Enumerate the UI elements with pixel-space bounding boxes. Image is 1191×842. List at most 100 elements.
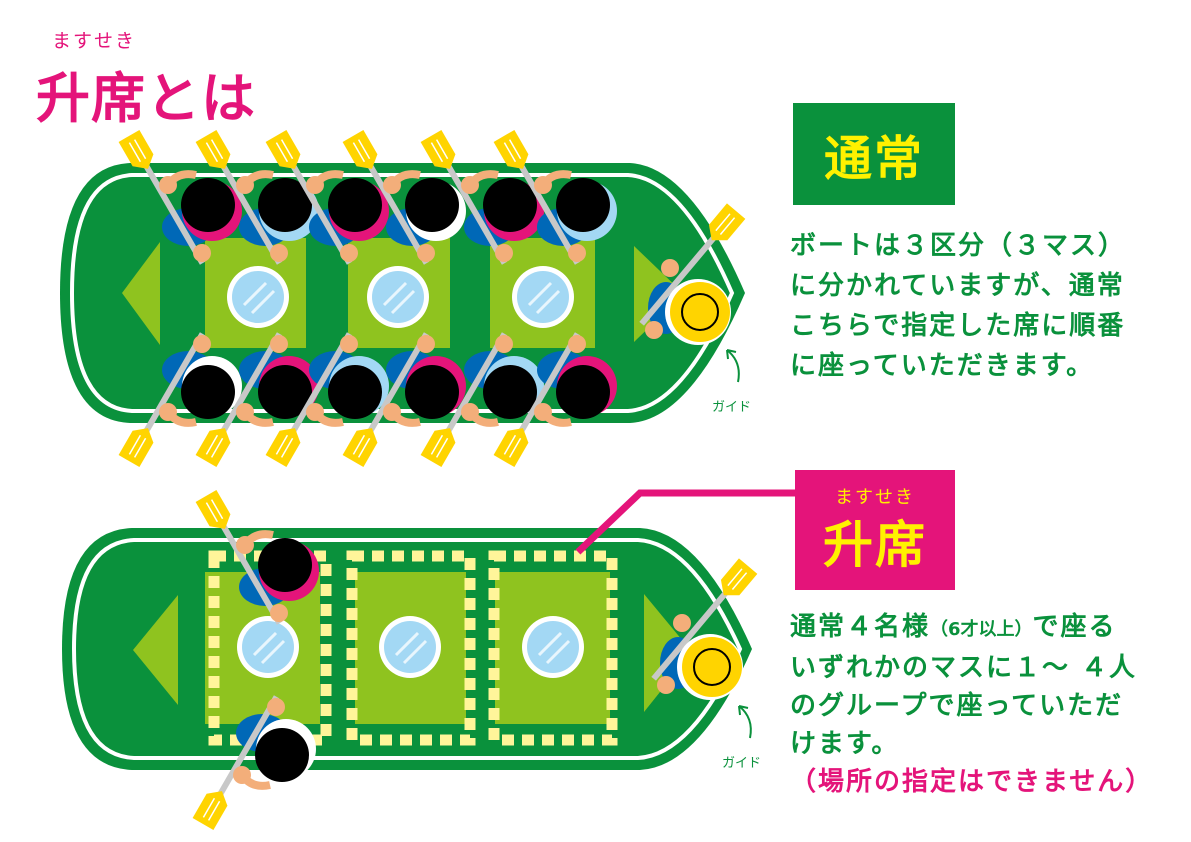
rower xyxy=(195,129,319,265)
rower-head xyxy=(405,365,459,419)
window-glass xyxy=(232,271,284,323)
hand xyxy=(568,335,586,353)
paddle-icon xyxy=(195,129,283,265)
blade-line xyxy=(508,437,522,458)
paddle-icon xyxy=(118,129,206,265)
window-glare xyxy=(402,639,428,665)
arm xyxy=(164,170,197,188)
paddle-blade xyxy=(420,129,456,169)
rower xyxy=(195,332,319,468)
bow-left xyxy=(133,595,178,705)
arm xyxy=(539,409,572,427)
paddle-icon xyxy=(342,129,430,265)
blade-line xyxy=(719,217,736,236)
guide xyxy=(639,203,746,345)
text-line: いずれかのマスに１～ ４人 xyxy=(790,653,1138,683)
paddle-icon xyxy=(118,332,206,468)
hand xyxy=(661,259,679,277)
hat-brim xyxy=(670,282,730,342)
blade-line xyxy=(435,437,449,458)
paddle-shaft xyxy=(284,332,353,444)
arm xyxy=(311,409,344,427)
window-glare xyxy=(250,289,276,315)
window-glare xyxy=(527,281,553,307)
text-line: ボートは３区分（３マス） xyxy=(790,231,1127,261)
paddle-blade xyxy=(708,203,746,241)
guide-arrow-icon xyxy=(738,705,752,739)
paddle-blade xyxy=(118,428,154,468)
window-glass xyxy=(242,621,294,673)
arm xyxy=(466,170,499,188)
paddle-icon xyxy=(265,332,353,468)
text-line: に分かれていますが、通常 xyxy=(790,271,1125,301)
blade-line xyxy=(430,142,444,163)
blade-line xyxy=(503,434,517,455)
masu-ruby: ますせき xyxy=(835,487,915,508)
blade-line xyxy=(508,139,522,160)
rower-head xyxy=(258,178,312,232)
text-segment: 通常４名様 xyxy=(790,612,931,642)
rower-head xyxy=(258,365,312,419)
arm xyxy=(388,170,421,188)
paddle-shaft xyxy=(512,153,581,265)
rower-head xyxy=(483,178,537,232)
hand xyxy=(495,335,513,353)
text-line: のグループで座っていただ xyxy=(790,691,1124,721)
paddle-blade xyxy=(195,489,231,529)
text-line: に座っていただきます。 xyxy=(790,351,1095,381)
blade-line xyxy=(430,434,444,455)
rower-head xyxy=(181,178,235,232)
text-line: けます。 xyxy=(790,729,900,759)
blade-line xyxy=(128,434,142,455)
normal-seat-label: 通常 xyxy=(823,131,924,187)
arm xyxy=(466,409,499,427)
rower-head xyxy=(258,538,312,592)
blade-line xyxy=(357,139,371,160)
rower-head xyxy=(328,178,382,232)
window-glass xyxy=(372,271,424,323)
text-segment: で座る xyxy=(1032,612,1117,642)
arm xyxy=(539,170,572,188)
rower-head xyxy=(328,365,382,419)
rower xyxy=(420,129,544,265)
boat-masu xyxy=(62,528,752,770)
paddle-icon xyxy=(195,489,283,625)
paddle-shaft xyxy=(214,332,283,444)
arm xyxy=(238,772,271,790)
paddle-icon xyxy=(493,332,581,468)
paddle-blade xyxy=(342,129,378,169)
masu-note: （場所の指定はできません） xyxy=(790,767,1154,797)
bow-left xyxy=(122,242,160,345)
paddle-icon xyxy=(265,129,353,265)
age-note: （6才以上） xyxy=(930,619,1033,640)
paddle-shaft xyxy=(137,332,206,444)
arm xyxy=(164,409,197,427)
blade-line xyxy=(275,142,289,163)
paddle-blade xyxy=(265,129,301,169)
rower-head xyxy=(255,728,309,782)
rower xyxy=(192,695,316,831)
blade-line xyxy=(210,499,224,520)
blade-line xyxy=(205,502,219,523)
blade-line xyxy=(133,139,147,160)
window-glare xyxy=(394,631,420,657)
arm xyxy=(241,530,274,548)
blade-line xyxy=(210,139,224,160)
blade-line xyxy=(280,139,294,160)
paddle-blade xyxy=(195,129,231,169)
paddle-shaft xyxy=(214,513,283,625)
hull-inner-line xyxy=(71,538,743,760)
window-glare xyxy=(252,631,278,657)
guide-label: ガイド xyxy=(712,400,752,415)
normal-description: ボートは３区分（３マス） に分かれていますが、通常 こちらで指定した席に順番 に… xyxy=(790,226,1126,386)
paddle-icon xyxy=(420,332,508,468)
arm xyxy=(241,170,274,188)
hand xyxy=(270,335,288,353)
rower xyxy=(195,489,319,625)
text-line: 通常４名様（6才以上）で座る xyxy=(790,608,1153,649)
text-line: こちらで指定した席に順番 xyxy=(790,311,1126,341)
hand xyxy=(193,244,211,262)
paddle-icon xyxy=(420,129,508,265)
rower xyxy=(118,332,242,468)
hand xyxy=(495,244,513,262)
